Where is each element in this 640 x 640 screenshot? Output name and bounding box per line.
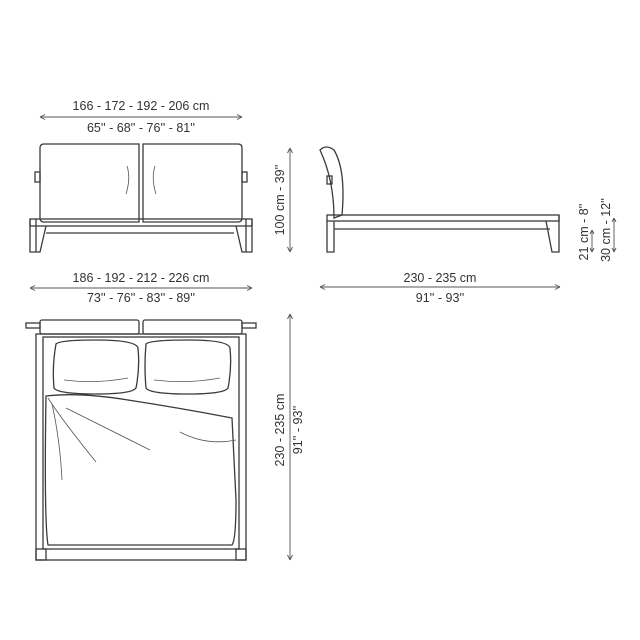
top-frame-outer xyxy=(35,333,247,561)
front-height-label: 100 cm - 39'' xyxy=(273,165,287,236)
left-headboard-cushion xyxy=(39,143,140,223)
front-right-leg xyxy=(235,219,253,253)
top-right-headboard xyxy=(142,319,243,335)
top-left-bracket xyxy=(25,322,41,329)
side-head-leg xyxy=(326,221,335,253)
top-foot-left-leg xyxy=(35,548,47,561)
top-view: 186 - 192 - 212 - 226 cm 73'' - 76'' - 8… xyxy=(25,271,305,561)
side-headboard xyxy=(319,146,344,219)
leg-height-label: 21 cm - 8'' xyxy=(577,204,591,261)
top-left-headboard xyxy=(39,319,140,335)
top-length-cm: 230 - 235 cm xyxy=(273,394,287,467)
side-length-cm: 230 - 235 cm xyxy=(404,271,477,285)
right-headboard-cushion xyxy=(142,143,243,223)
side-view: 230 - 235 cm 91'' - 93'' 21 cm - 8'' 30 … xyxy=(319,146,617,305)
side-frame-rail xyxy=(326,214,560,222)
right-pillow xyxy=(144,339,232,395)
right-bracket xyxy=(241,171,248,183)
top-frame-inner xyxy=(42,336,240,550)
top-width-cm: 186 - 192 - 212 - 226 cm xyxy=(73,271,210,285)
left-pillow xyxy=(52,339,140,395)
frame-height-label: 30 cm - 12'' xyxy=(599,198,613,262)
top-foot-right-leg xyxy=(235,548,247,561)
side-length-in: 91'' - 93'' xyxy=(416,291,464,305)
top-right-bracket xyxy=(241,322,257,329)
front-left-leg xyxy=(29,219,47,253)
front-width-cm: 166 - 172 - 192 - 206 cm xyxy=(73,99,210,113)
top-width-in: 73'' - 76'' - 83'' - 89'' xyxy=(87,291,195,305)
side-bracket xyxy=(326,175,333,185)
left-bracket xyxy=(34,171,41,183)
duvet xyxy=(44,394,237,546)
front-view: 166 - 172 - 192 - 206 cm 65'' - 68'' - 7… xyxy=(29,99,293,253)
front-width-in: 65'' - 68'' - 76'' - 81'' xyxy=(87,121,195,135)
side-foot-leg xyxy=(545,215,560,253)
top-length-in: 91'' - 93'' xyxy=(291,406,305,454)
